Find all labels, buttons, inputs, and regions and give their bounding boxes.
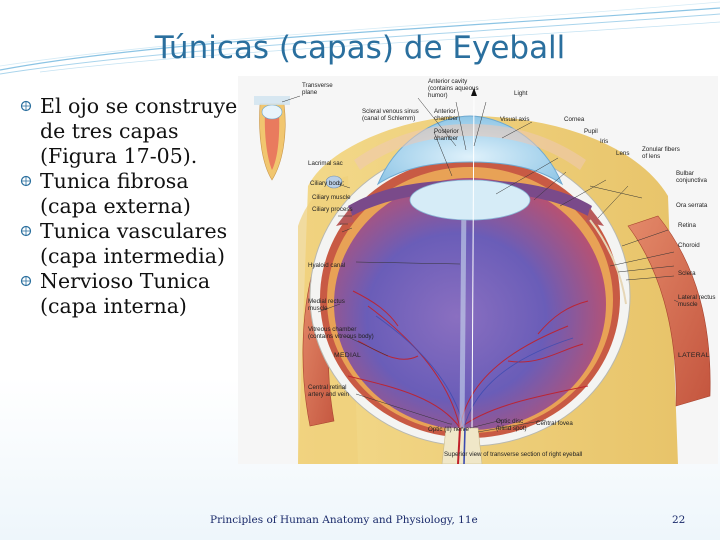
figure-caption: Superior view of transverse section of r… [444, 451, 583, 458]
label-visual-axis: Visual axis [500, 116, 530, 123]
label-ciliary-process: Ciliary process [312, 206, 353, 213]
label-ciliary-body: Ciliary body: [310, 180, 345, 187]
label-vitreous-chamber: Vitreous chamber (contains vitreous body… [308, 326, 374, 340]
page-number: 22 [672, 514, 686, 526]
label-lacrimal-sac: Lacrimal sac [308, 160, 343, 167]
slide-footer: Principles of Human Anatomy and Physiolo… [210, 514, 478, 526]
bullet-text: Tunica fibrosa (capa externa) [40, 169, 191, 218]
label-sclera: Sclera [678, 270, 696, 277]
bullet-icon [20, 225, 32, 237]
label-ciliary-muscle: Ciliary muscle [312, 194, 351, 201]
decorative-swoosh [0, 1, 720, 75]
label-bulbar-conjunctiva: Bulbar conjunctiva [676, 170, 707, 184]
label-ora-serrata: Ora serrata [676, 202, 708, 209]
label-scleral-venous-sinus: Scleral venous sinus (canal of Schlemm) [362, 108, 419, 122]
label-hyaloid-canal: Hyaloid canal [308, 262, 346, 269]
bullet-text: Tunica vasculares (capa intermedia) [40, 219, 228, 268]
bullet-text: El ojo se construye de tres capas (Figur… [40, 94, 238, 168]
label-lens: Lens [616, 150, 630, 157]
label-optic-nerve: Optic (II) nerve [428, 426, 469, 433]
bullet-item: Tunica vasculares (capa intermedia) [18, 219, 248, 269]
label-cornea: Cornea [564, 116, 585, 123]
label-zonular-fibers: Zonular fibers of lens [642, 146, 680, 160]
label-anterior-chamber: Anterior chamber [434, 108, 459, 122]
label-posterior-chamber: Posterior chamber [434, 128, 459, 142]
label-lateral: LATERAL [678, 352, 710, 359]
bullet-item: Tunica fibrosa (capa externa) [18, 169, 248, 219]
label-central-retinal: Central retinal artery and vein [308, 384, 349, 398]
label-lateral-rectus: Lateral rectus muscle [678, 294, 716, 308]
bullet-icon [20, 275, 32, 287]
inset-eye [252, 86, 292, 196]
bullet-icon [20, 100, 32, 112]
bullet-icon [20, 175, 32, 187]
label-light: Light [514, 90, 528, 97]
label-iris: Iris [600, 138, 609, 145]
label-medial: MEDIAL [334, 352, 362, 359]
bullet-text: Nervioso Tunica (capa interna) [40, 269, 211, 318]
eyeball-illustration [252, 86, 711, 464]
label-anterior-cavity: Anterior cavity (contains aqueous humor) [428, 78, 479, 99]
label-retina: Retina [678, 222, 696, 229]
bullet-item: El ojo se construye de tres capas (Figur… [18, 94, 248, 169]
label-choroid: Choroid [678, 242, 700, 249]
eyeball-figure: Transverse plane Anterior cavity (contai… [238, 76, 718, 464]
label-transverse-plane: Transverse plane [302, 82, 333, 96]
label-pupil: Pupil [584, 128, 598, 135]
slide-title: Túnicas (capas) de Eyeball [154, 30, 566, 66]
label-central-fovea: Central fovea [536, 420, 573, 427]
bullet-item: Nervioso Tunica (capa interna) [18, 269, 248, 319]
bullet-list: El ojo se construye de tres capas (Figur… [18, 94, 248, 319]
label-medial-rectus: Medial rectus muscle [308, 298, 345, 312]
label-optic-disc: Optic disc (blind spot) [496, 418, 527, 432]
